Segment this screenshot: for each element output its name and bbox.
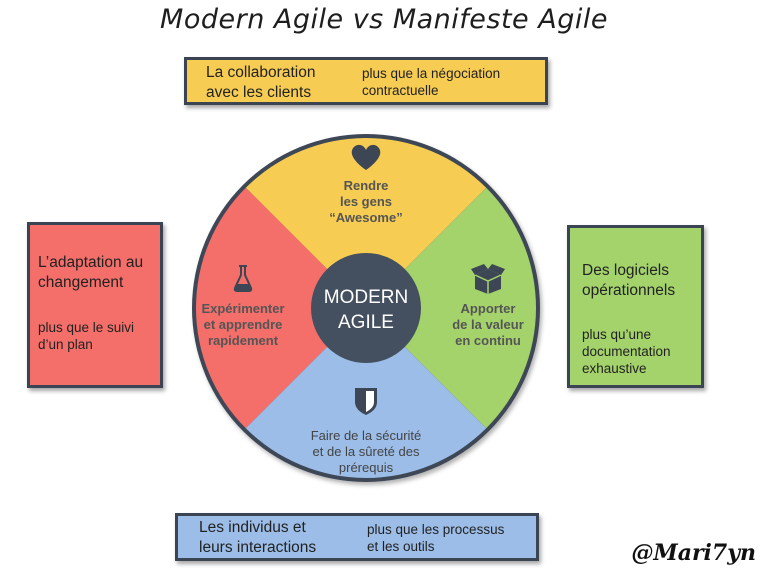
flask-icon	[233, 265, 253, 292]
box-main-text: Les individus et leurs interactions	[199, 519, 317, 556]
box-sub-text: plus que la négociation contractuelle	[362, 66, 501, 98]
top-segment-line2: les gens	[340, 194, 392, 209]
right-segment-line2: de la valeur	[452, 317, 524, 332]
right-segment-line3: en continu	[455, 333, 521, 348]
box-sub-text: plus qu’une documentation exhaustive	[582, 327, 671, 376]
left-segment-line3: rapidement	[208, 333, 279, 348]
center-hub	[311, 253, 421, 363]
right-segment-line1: Apporter	[461, 301, 516, 316]
heart-icon	[351, 144, 381, 170]
box-main-text: L’adaptation au changement	[38, 254, 144, 291]
top-segment-line3: “Awesome”	[329, 210, 402, 225]
page-title: Modern Agile vs Manifeste Agile	[160, 4, 608, 35]
box-working-software: Des logiciels opérationnels plus qu’une …	[567, 225, 704, 388]
box-customer-collaboration: La collaboration avec les clients plus q…	[184, 57, 548, 105]
bottom-segment-line1: Faire de la sécurité	[311, 428, 422, 443]
left-segment-line2: et apprendre	[204, 317, 283, 332]
center-text-line1: MODERN	[324, 287, 408, 308]
shield-icon	[355, 388, 377, 415]
box-icon	[471, 264, 505, 294]
author-signature: @Mari7yn	[631, 540, 756, 566]
top-segment-line1: Rendre	[344, 178, 389, 193]
box-main-text: La collaboration avec les clients	[206, 64, 316, 101]
left-segment-line1: Expérimenter	[201, 301, 284, 316]
bottom-segment-line2: et de la sûreté des	[313, 444, 420, 459]
box-responding-to-change: L’adaptation au changement plus que le s…	[27, 222, 163, 388]
box-sub-text: plus que le suivi d’un plan	[38, 320, 135, 352]
bottom-segment-line3: prérequis	[339, 460, 394, 475]
box-main-text: Des logiciels opérationnels	[582, 262, 676, 299]
box-sub-text: plus que les processus et les outils	[367, 522, 505, 554]
center-text-line2: AGILE	[338, 312, 394, 333]
box-individuals-interactions: Les individus et leurs interactions plus…	[175, 513, 539, 561]
